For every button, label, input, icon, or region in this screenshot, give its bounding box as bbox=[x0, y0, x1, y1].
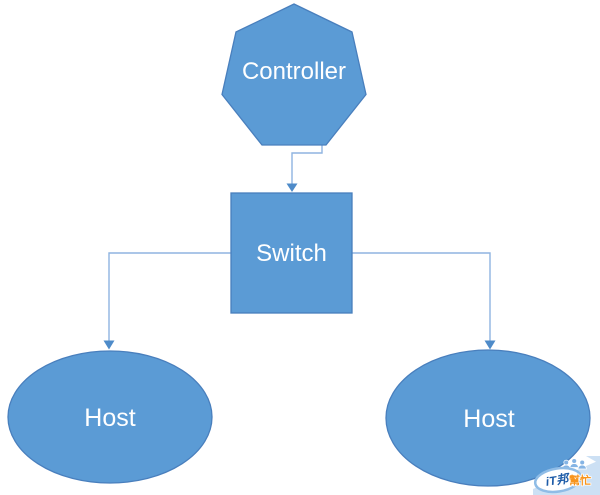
controller-node: Controller bbox=[221, 3, 367, 146]
watermark-suffix-text: 幫忙 bbox=[569, 473, 591, 487]
watermark-brand-text: iT邦 bbox=[545, 471, 573, 489]
edge-switch-to-host-left bbox=[103, 252, 231, 350]
edge-line bbox=[352, 252, 491, 341]
controller-node-shape bbox=[221, 3, 367, 146]
watermark-badge: iT邦 bbox=[533, 466, 583, 494]
host-right-node-shape bbox=[385, 349, 591, 487]
edge-line bbox=[108, 252, 231, 341]
host-left-node-shape bbox=[7, 350, 213, 484]
watermark-logo: iT邦 幫忙 bbox=[533, 456, 600, 495]
arrowhead-down-icon bbox=[484, 340, 496, 350]
controller-node-label: Controller bbox=[242, 58, 346, 85]
person-body-icon bbox=[569, 463, 579, 468]
arrowhead-down-icon bbox=[103, 340, 115, 350]
watermark-band-corner bbox=[586, 456, 600, 464]
edge-switch-to-host-right bbox=[352, 252, 496, 350]
person-head-icon bbox=[579, 459, 585, 466]
host-right-node: Host bbox=[385, 349, 591, 487]
edge-controller-to-switch bbox=[286, 144, 323, 192]
person-head-icon bbox=[563, 459, 569, 466]
switch-node-label: Switch bbox=[256, 240, 327, 267]
host-left-node: Host bbox=[7, 350, 213, 484]
person-body-icon bbox=[577, 464, 587, 470]
switch-node-shape bbox=[230, 192, 353, 314]
watermark-badge-ellipse bbox=[533, 466, 583, 494]
host-left-node-label: Host bbox=[84, 404, 135, 432]
switch-node: Switch bbox=[230, 192, 353, 314]
arrowhead-down-icon bbox=[286, 183, 298, 192]
edge-line bbox=[291, 144, 323, 184]
person-head-icon bbox=[571, 458, 577, 464]
host-right-node-label: Host bbox=[463, 405, 514, 433]
